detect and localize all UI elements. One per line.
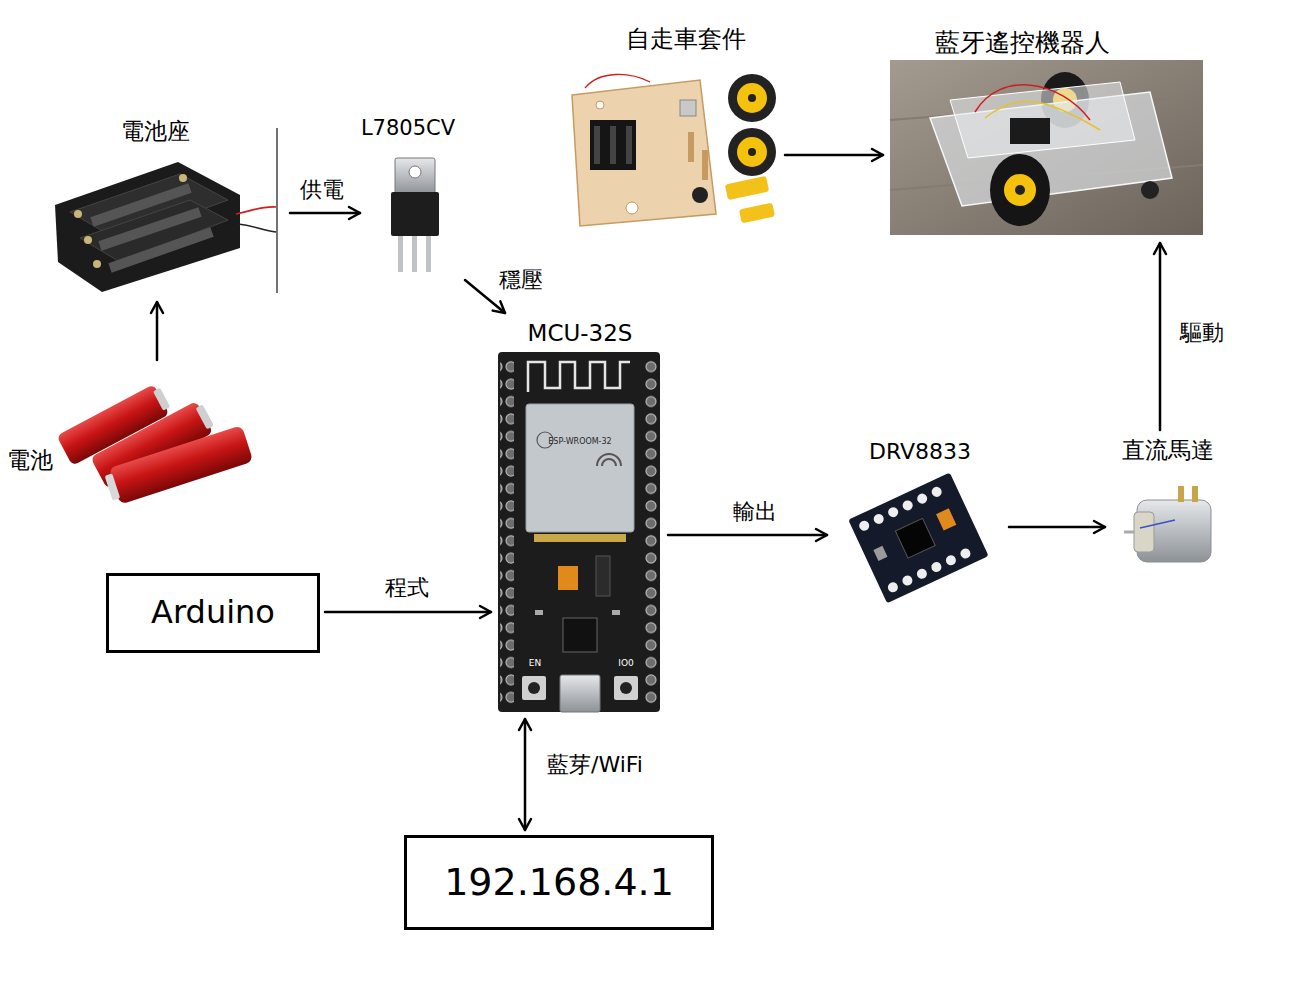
kit-picture: 自走車套件	[562, 25, 780, 237]
arrow-connector	[290, 212, 360, 215]
motor-picture: 直流馬達	[1110, 435, 1225, 585]
edge-label: 程式	[382, 575, 432, 600]
edge-label: 驅動	[1177, 320, 1227, 345]
part-caption: 藍牙遙控機器人	[935, 29, 1110, 58]
robot-picture: 藍牙遙控機器人	[888, 26, 1206, 238]
batteries	[56, 382, 253, 506]
arrow-connector	[1009, 526, 1105, 529]
robot-photo	[890, 60, 1203, 235]
part-caption: DRV8833	[869, 439, 971, 464]
arrow-connector	[325, 611, 491, 614]
holder-picture: 電池座	[45, 112, 285, 297]
arrow-connector	[156, 302, 159, 360]
part-caption: 電池座	[121, 118, 190, 144]
car-kit	[572, 74, 776, 226]
part-caption: 自走車套件	[626, 26, 746, 54]
regulator-picture: L7805CV	[365, 112, 470, 275]
component-marking: IO0	[618, 659, 633, 669]
part-caption: MCU-32S	[528, 320, 633, 346]
arrow-connector	[785, 154, 883, 157]
driver-picture: DRV8833	[832, 437, 1004, 609]
part-caption: 直流馬達	[1122, 437, 1214, 463]
dc-motor	[1124, 486, 1211, 562]
edge-label: 穩壓	[496, 267, 546, 292]
motor-driver-board	[848, 473, 988, 604]
box-label: 192.168.4.1	[444, 862, 674, 904]
arrow-connector	[524, 719, 527, 830]
edge-label: 供電	[297, 177, 347, 202]
address-box: 192.168.4.1	[404, 835, 714, 930]
component-marking: EN	[529, 659, 541, 669]
box-label: Arduino	[151, 595, 275, 630]
voltage-regulator	[391, 158, 439, 272]
arrow-connector	[1159, 243, 1162, 430]
component-marking: ESP-WROOM-32	[548, 438, 611, 447]
part-caption: 電池	[7, 447, 53, 473]
part-caption: L7805CV	[361, 116, 455, 140]
edge-label: 輸出	[730, 499, 780, 524]
esp32-board	[498, 352, 660, 712]
battery-picture: 電池	[5, 365, 260, 520]
battery-holder	[55, 128, 277, 293]
process-box: Arduino	[106, 573, 320, 653]
arrow-connector	[668, 534, 827, 537]
board-picture: MCU-32S	[496, 318, 663, 714]
edge-label: 藍芽/WiFi	[544, 752, 646, 777]
